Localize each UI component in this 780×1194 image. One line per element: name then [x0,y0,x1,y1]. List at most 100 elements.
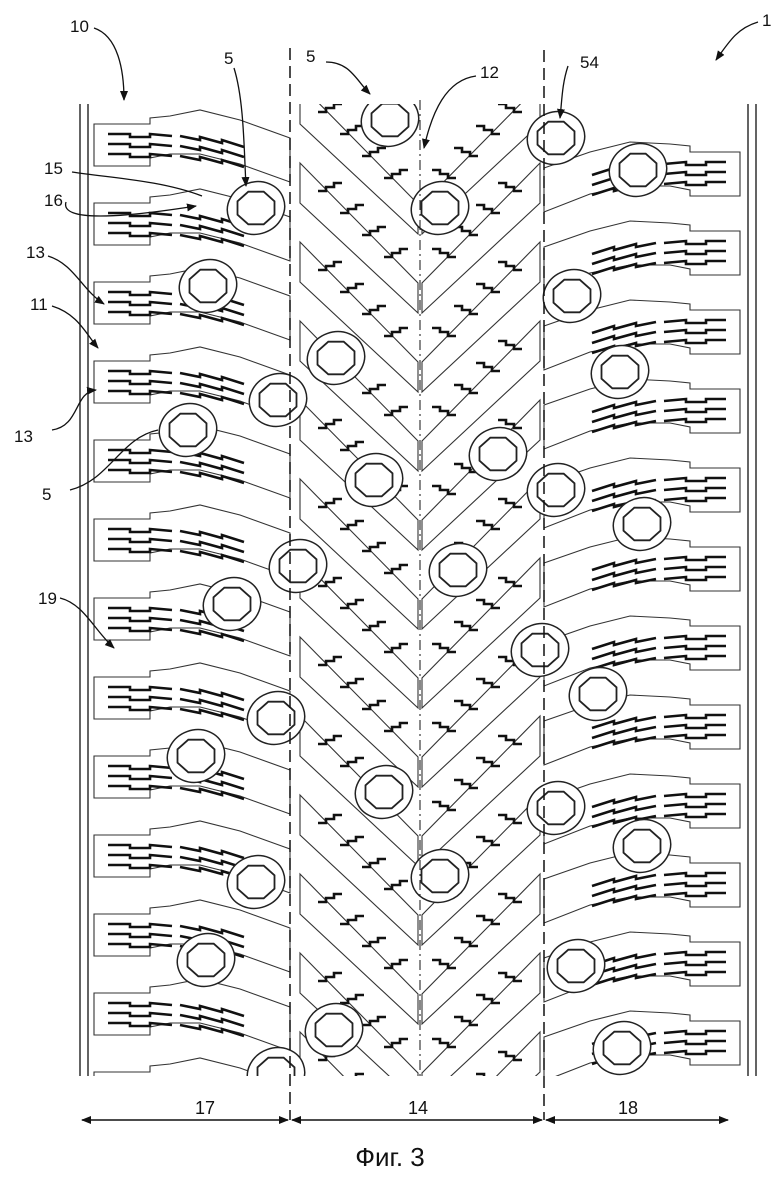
right-zigzag-sipe [592,895,656,906]
stud-insert [258,1058,295,1091]
right-zigzag-sipe [592,1122,656,1133]
left-zigzag-sipe [180,699,244,710]
zone-label-center: 14 [408,1098,428,1118]
right-shoulder-sipe [664,577,726,580]
left-shoulder-sipe [108,154,172,157]
stud-insert [480,438,517,471]
ref-stud-left: 5 [42,485,51,504]
right-shoulder-sipe [664,893,726,896]
ref-lateral-sipe: 19 [38,589,57,608]
right-shoulder-sipe [664,814,726,817]
zone-label-right-shoulder: 18 [618,1098,638,1118]
ref-shoulder-groove: 11 [30,295,48,314]
left-shoulder-block [94,110,290,182]
stud-insert [372,104,409,137]
center-sipe [362,938,386,946]
left-zigzag-sipe [180,630,244,641]
ref-stud-hole: 54 [580,53,599,72]
left-shoulder-sipe [108,549,172,552]
center-sipe [432,328,456,336]
right-shoulder-sipe [664,182,726,185]
right-shoulder-sipe [664,478,726,481]
stud-insert [624,508,661,541]
left-shoulder-sipe [108,539,172,542]
center-sipe [340,837,364,845]
right-shoulder-sipe [664,419,726,422]
stud-insert [580,678,617,711]
center-sipe [454,622,478,630]
right-shoulder-sipe [664,498,726,501]
center-sipe [454,1017,478,1025]
left-zigzag-sipe [180,156,244,167]
center-sipe [454,938,478,946]
left-shoulder-sipe [108,223,172,226]
right-zigzag-sipe [592,638,656,649]
left-zigzag-sipe [180,1005,244,1016]
center-sipe [340,995,364,1003]
center-sipe [476,758,500,766]
stud-insert [280,550,317,583]
stud-insert [620,154,657,187]
right-shoulder-sipe [664,241,726,244]
right-shoulder-sipe [664,972,726,975]
ref-stud-top-left: 5 [224,49,233,68]
zone-label-left-shoulder: 17 [195,1098,215,1118]
center-sipe [384,328,408,336]
stud-insert [238,866,275,899]
center-sipe [384,249,408,257]
center-sipe [340,600,364,608]
ref-tire: 1 [762,11,771,30]
center-sipe [384,644,408,652]
center-sipe [432,1118,456,1126]
left-zigzag-sipe [180,136,244,147]
left-shoulder-sipe [108,371,172,374]
right-zigzag-sipe [592,401,656,412]
right-zigzag-sipe [592,885,656,896]
left-zigzag-sipe [180,689,244,700]
left-zigzag-sipe [180,1084,244,1095]
left-zigzag-sipe [180,393,244,404]
left-zigzag-sipe [180,383,244,394]
center-sipe [432,802,456,810]
left-shoulder-block [94,979,290,1051]
right-shoulder-sipe [664,804,726,807]
right-shoulder-sipe [664,1130,726,1133]
center-sipe [340,679,364,687]
center-sipe [454,701,478,709]
stud-insert [554,280,591,313]
center-sipe [362,701,386,709]
right-shoulder-sipe [664,409,726,412]
center-sipe [476,284,500,292]
center-sipe [476,205,500,213]
center-sipe [340,521,364,529]
center-sipe [362,148,386,156]
left-shoulder-sipe [108,450,172,453]
left-shoulder-sipe [108,381,172,384]
center-sipe [340,1074,364,1082]
left-zigzag-sipe [180,847,244,858]
left-shoulder-sipe [108,697,172,700]
right-shoulder-sipe [664,735,726,738]
center-sipe [476,995,500,1003]
stud-insert [214,588,251,621]
left-shoulder-sipe [108,302,172,305]
left-shoulder-sipe [108,391,172,394]
right-shoulder-sipe [664,340,726,343]
left-shoulder-sipe [108,924,172,927]
left-zigzag-sipe [180,373,244,384]
left-shoulder-sipe [108,292,172,295]
right-zigzag-sipe [592,421,656,432]
center-sipe [362,622,386,630]
center-sipe [454,780,478,788]
left-zigzag-sipe [180,551,244,562]
stud-insert [422,192,459,225]
center-sipe [432,249,456,257]
stud-insert [440,554,477,587]
stud-insert [602,356,639,389]
right-shoulder-sipe [664,1051,726,1054]
center-sipe [432,644,456,652]
center-sipe [362,385,386,393]
stud-insert [260,384,297,417]
center-sipe [384,960,408,968]
center-sipe [454,148,478,156]
